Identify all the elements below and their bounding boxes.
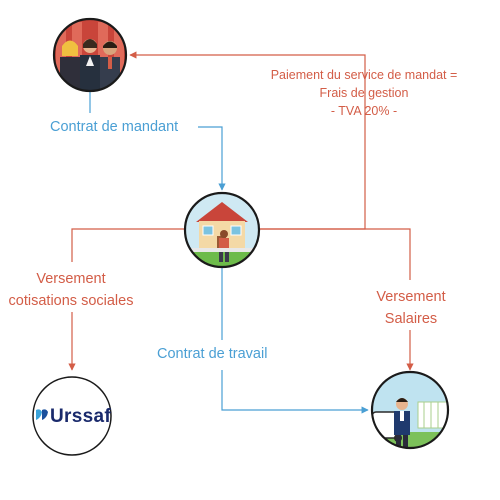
house-worker-icon <box>185 193 259 267</box>
salaires-label-line-2: Salaires <box>384 311 438 327</box>
client-node <box>52 17 128 93</box>
connector-travail <box>221 267 369 414</box>
employee-outdoor-icon <box>372 372 448 448</box>
travail-label: Contrat de travail <box>157 346 268 362</box>
connector-social <box>68 228 184 371</box>
payment-label-line-1: Paiement du service de mandat = <box>270 68 458 82</box>
urssaf-logo-text: Urssaf <box>50 406 111 427</box>
payment-label: Paiement du service de mandat = Frais de… <box>262 66 466 120</box>
urssaf-node <box>32 376 112 456</box>
connector-salaires <box>260 228 414 371</box>
salaires-label: Versement Salaires <box>366 286 456 330</box>
family-group-icon <box>54 19 126 91</box>
employee-node <box>370 370 450 450</box>
home-node <box>183 191 261 269</box>
payment-label-line-3: - TVA 20% - <box>330 104 398 118</box>
connector-mandant <box>89 92 226 191</box>
social-label-line-1: Versement <box>36 271 106 287</box>
social-label: Versement cotisations sociales <box>0 268 142 312</box>
urssaf-logo-icon <box>36 409 48 420</box>
mandant-label: Contrat de mandant <box>50 119 179 135</box>
social-label-line-2: cotisations sociales <box>8 293 134 309</box>
payment-label-line-2: Frais de gestion <box>319 86 409 100</box>
salaires-label-line-1: Versement <box>376 289 446 305</box>
